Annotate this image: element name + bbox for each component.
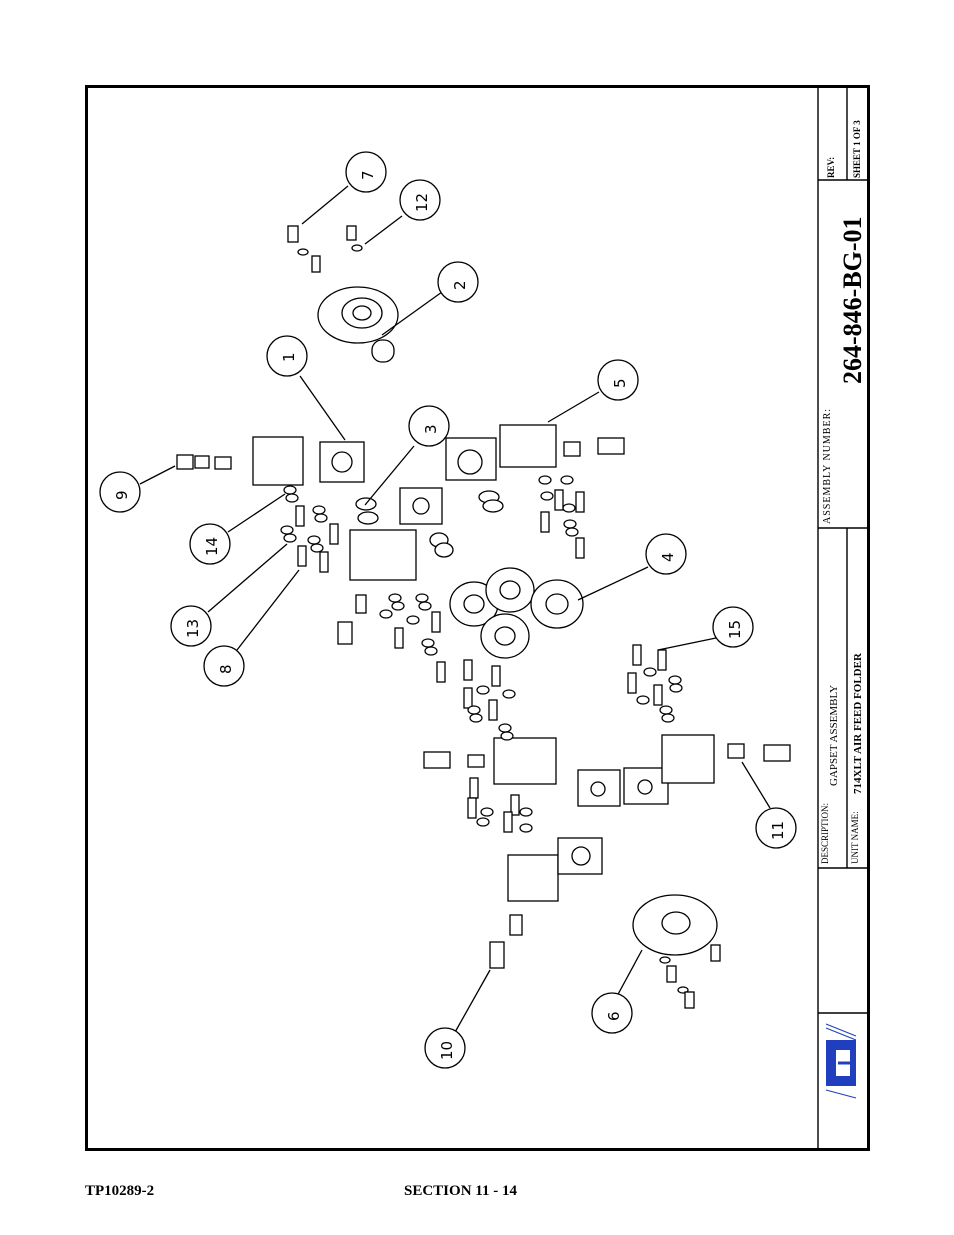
- company-logo: [825, 1023, 857, 1099]
- sheet-number: SHEET 1 OF 3: [852, 120, 862, 178]
- document-number: TP10289-2: [85, 1183, 155, 1199]
- balloon-14: 14: [203, 536, 221, 556]
- balloon-4: 4: [659, 552, 677, 562]
- drawing-frame: [85, 85, 870, 1151]
- balloon-6: 6: [605, 1011, 623, 1021]
- description-value: GAPSET ASSEMBLY: [828, 684, 840, 786]
- balloon-1: 1: [280, 352, 298, 362]
- balloon-11: 11: [769, 820, 787, 840]
- description-label: DESCRIPTION:: [820, 802, 830, 864]
- unit-name-label: UNIT NAME:: [850, 811, 860, 864]
- unit-name-value: 714XLT AIR FEED FOLDER: [852, 653, 864, 794]
- balloon-10: 10: [438, 1040, 456, 1060]
- balloon-7: 7: [359, 170, 377, 180]
- balloon-8: 8: [217, 664, 235, 674]
- balloon-5: 5: [611, 378, 629, 388]
- balloon-13: 13: [184, 618, 202, 638]
- rev-label: REV:: [826, 156, 836, 178]
- balloon-12: 12: [413, 192, 431, 212]
- balloon-3: 3: [422, 424, 440, 434]
- callout-balloons: [99, 151, 797, 1069]
- section-number: SECTION 11 - 14: [404, 1183, 517, 1199]
- assembly-number: 264-846-BG-01: [838, 216, 867, 384]
- balloon-9: 9: [113, 490, 131, 500]
- balloon-2: 2: [451, 280, 469, 290]
- leader-lines: [139, 185, 771, 1035]
- balloon-15: 15: [726, 619, 744, 639]
- parts: [176, 225, 791, 1009]
- assembly-number-label: ASSEMBLY NUMBER:: [822, 407, 833, 524]
